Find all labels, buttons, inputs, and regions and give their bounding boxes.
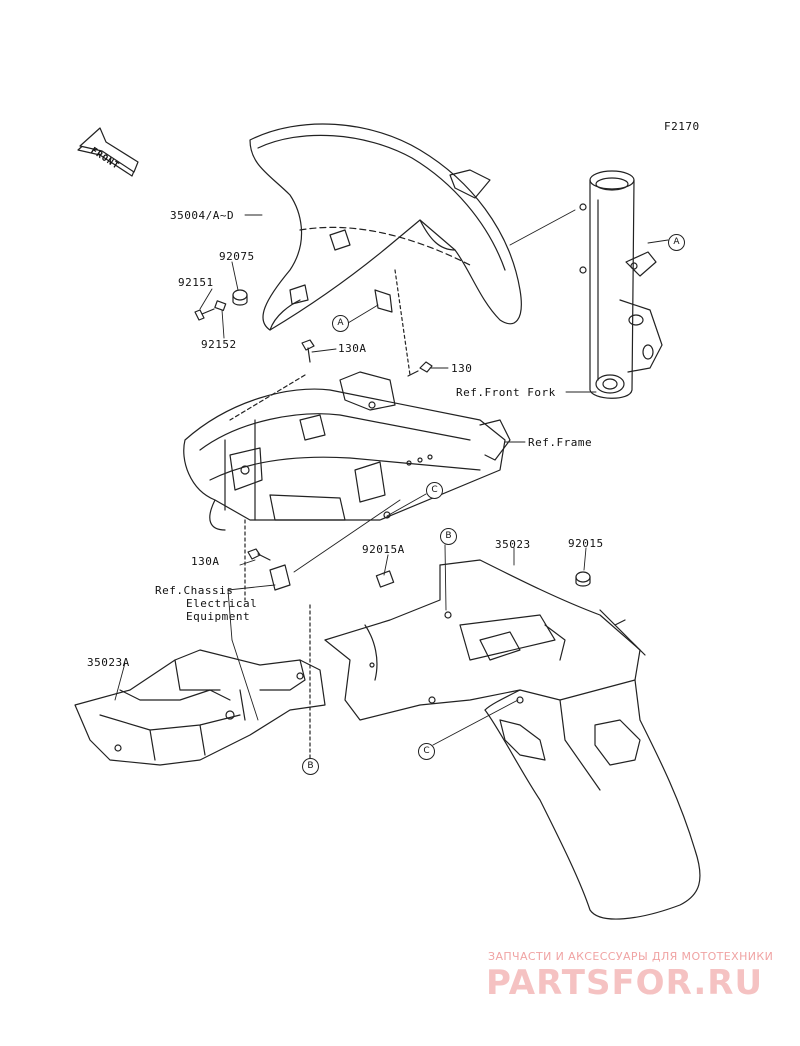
part-label-35023a: 35023A [87,656,130,669]
ref-front-fork: Ref.Front Fork [456,386,556,399]
callout-a-fender: A [332,315,349,332]
part-label-92152: 92152 [201,338,237,351]
frame [184,372,510,600]
part-label-130a-top: 130A [338,342,367,355]
leader-lines [115,210,668,745]
ref-chassis-line3: Equipment [186,610,251,623]
part-label-130a-bottom: 130A [191,555,220,568]
watermark-logo: PARTSFOR.RU [486,963,764,1003]
callout-c-frame: C [426,482,443,499]
callout-a-fork: A [668,234,685,251]
undertray-35023a [75,605,325,765]
ref-chassis-line1: Ref.Chassis [155,584,234,597]
part-label-92015a: 92015A [362,543,405,556]
part-label-92075: 92075 [219,250,255,263]
ref-frame: Ref.Frame [528,436,593,449]
rear-fender-35023 [325,560,700,919]
figure-code: F2170 [664,120,700,133]
watermark-tagline: ЗАПЧАСТИ И АКСЕССУАРЫ ДЛЯ МОТОТЕХНИКИ [488,950,774,963]
front-fork [580,171,662,398]
front-fender-35004 [250,124,521,375]
part-label-35023: 35023 [495,538,531,551]
hardware-fasteners [195,290,590,590]
ref-chassis-line2: Electrical [186,597,258,610]
part-label-92151: 92151 [178,276,214,289]
callout-b-rear: B [440,528,457,545]
part-label-35004: 35004/A~D [170,209,235,222]
callout-c-rear: C [418,743,435,760]
part-label-130: 130 [451,362,473,375]
callout-b-undertray: B [302,758,319,775]
part-label-92015: 92015 [568,537,604,550]
front-direction-arrow-icon [78,128,138,176]
